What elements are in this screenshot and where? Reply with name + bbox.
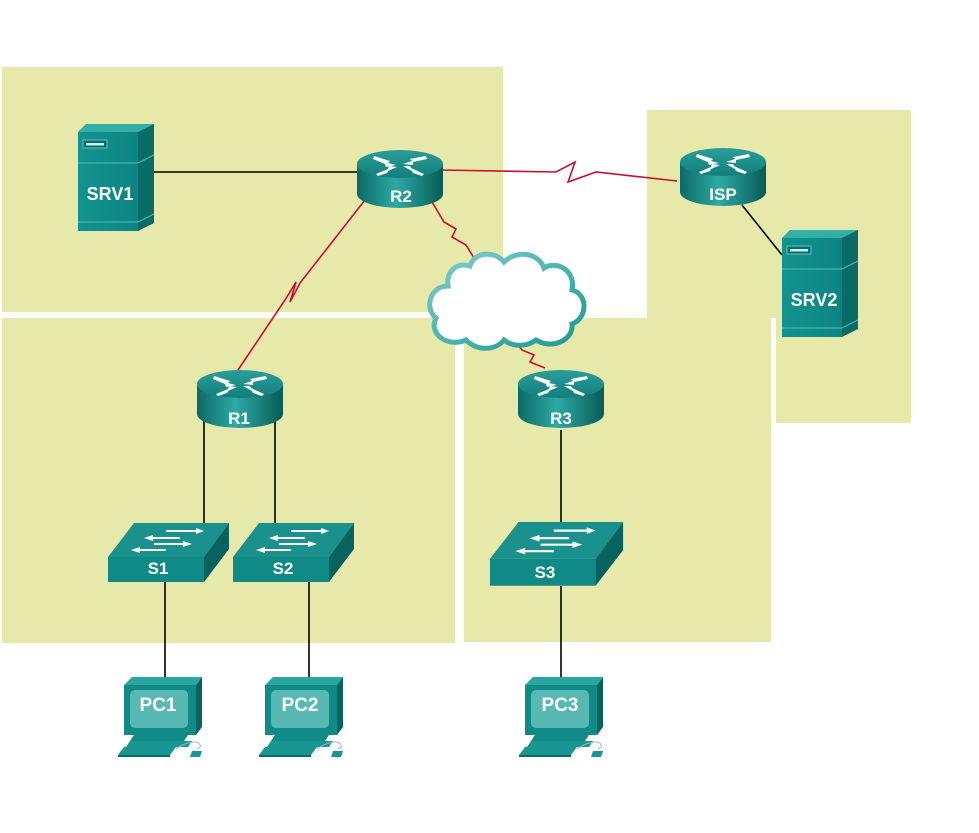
pc-screen: [531, 690, 589, 728]
router-r1[interactable]: [197, 370, 283, 428]
link-r2-isp: [439, 160, 678, 184]
server-side: [842, 230, 858, 337]
cloud-icon: [427, 251, 587, 351]
switch-side: [329, 523, 354, 582]
server-srv1[interactable]: [78, 124, 155, 231]
router-isp[interactable]: [680, 148, 766, 206]
router-r1-label: R1: [228, 409, 250, 428]
wan-cloud: [427, 251, 587, 351]
pc-pc2-label: PC2: [282, 695, 319, 716]
router-arrows-icon: [213, 376, 267, 396]
router-top: [357, 150, 443, 178]
server-side: [138, 124, 154, 231]
pc-stand: [531, 735, 589, 741]
switch-arrows-icon: [515, 527, 596, 555]
link-r2-r1: [237, 199, 366, 371]
pc-monitor-top: [525, 677, 603, 685]
switch-s2[interactable]: [233, 523, 354, 582]
server-srv1-label: SRV1: [87, 184, 134, 204]
switch-s3[interactable]: [490, 522, 624, 586]
switch-front: [490, 558, 596, 586]
pc-keyboard: [519, 747, 577, 755]
link-r2-cloud: [431, 201, 475, 259]
pc-mouse-cable: [175, 741, 201, 750]
switch-s1[interactable]: [108, 523, 229, 582]
router-r2[interactable]: [357, 150, 443, 208]
switch-side: [204, 523, 229, 582]
pc-stand: [271, 735, 329, 741]
ethernet-links: [154, 171, 783, 680]
server-srv2[interactable]: [782, 230, 859, 337]
pc-pc1-label: PC1: [140, 695, 177, 716]
router-isp-label: ISP: [709, 185, 736, 204]
router-r2-label: R2: [390, 187, 412, 206]
pc-mouse: [190, 751, 202, 757]
pc-mouse-cable: [316, 741, 342, 750]
pc-pc2[interactable]: [259, 677, 343, 757]
pc-screen: [271, 690, 329, 728]
pc-keyboard: [118, 747, 176, 755]
switch-s2-label: S2: [273, 559, 294, 578]
server-srv2-label: SRV2: [791, 290, 838, 310]
zone-r3: [464, 318, 771, 642]
pc-pc1[interactable]: [118, 677, 202, 757]
pc-mouse-cable: [576, 741, 602, 750]
router-arrows-icon: [696, 154, 750, 174]
router-top: [518, 370, 604, 398]
router-r3[interactable]: [518, 370, 604, 428]
pc-keyboard: [259, 747, 317, 755]
switch-s3-label: S3: [535, 563, 556, 582]
switch-side: [595, 522, 624, 586]
pc-pc3-label: PC3: [542, 695, 579, 716]
switch-arrows-icon: [131, 528, 204, 553]
pc-screen: [130, 690, 188, 728]
serial-links: [237, 160, 678, 371]
link-isp-srv2: [741, 204, 783, 256]
pc-stand: [130, 735, 188, 741]
pc-mouse: [331, 751, 343, 757]
router-top: [680, 148, 766, 176]
router-top: [197, 370, 283, 398]
router-r3-label: R3: [550, 409, 572, 428]
pc-monitor-top: [265, 677, 343, 685]
zone-r1: [2, 318, 455, 643]
pc-mouse: [591, 751, 603, 757]
router-arrows-icon: [534, 376, 588, 396]
switch-s1-label: S1: [148, 559, 169, 578]
switch-front: [233, 557, 329, 582]
router-arrows-icon: [373, 156, 427, 176]
pc-pc3[interactable]: [519, 677, 603, 757]
pc-monitor-top: [124, 677, 202, 685]
switch-arrows-icon: [256, 528, 329, 553]
switch-front: [108, 557, 204, 582]
